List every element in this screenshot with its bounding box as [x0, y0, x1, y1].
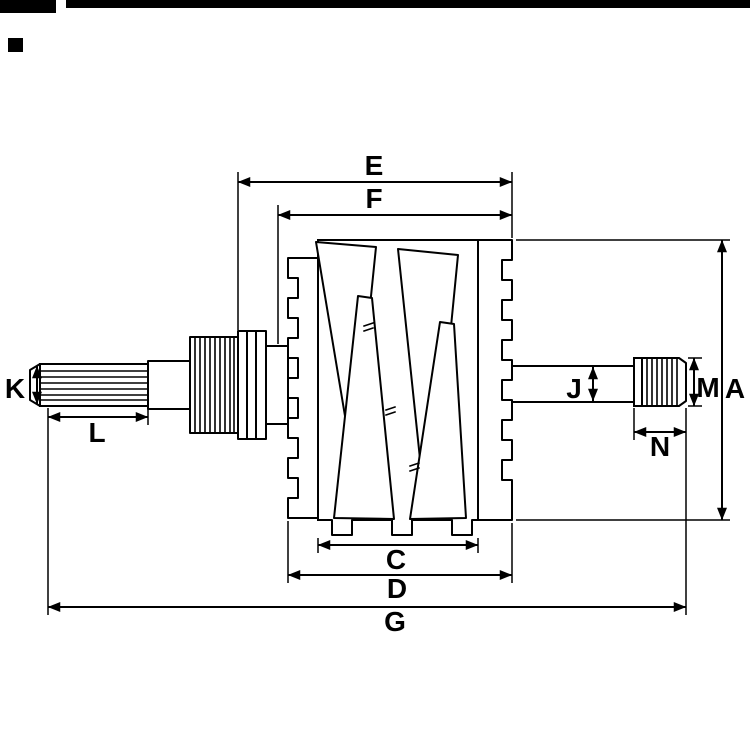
claw-region-bottom-edge — [317, 519, 479, 536]
dim-label-e: E — [365, 150, 384, 181]
scan-artifact-bar-top — [66, 0, 750, 8]
dim-label-a: A — [725, 373, 745, 404]
dim-label-d: D — [387, 573, 407, 604]
dimension-labels: E F K L J M A N C D G — [5, 150, 745, 637]
pole-step — [265, 345, 289, 425]
rotor-drawing — [29, 239, 687, 536]
thread-ridge-lines — [646, 357, 678, 407]
dim-label-g: G — [384, 606, 406, 637]
knurl-ridge-lines — [194, 336, 235, 434]
left-shaft-spline-lines — [39, 370, 149, 401]
scan-artifacts — [0, 0, 750, 52]
slip-ring-collar-dividers — [246, 330, 257, 440]
dimension-lines — [32, 177, 727, 612]
dim-label-j: J — [566, 373, 582, 404]
dim-label-c: C — [386, 544, 406, 575]
thread-section — [641, 357, 687, 407]
dim-label-k: K — [5, 373, 25, 404]
dim-label-n: N — [650, 431, 670, 462]
claw-pole-up-1 — [333, 295, 395, 520]
dim-label-m: M — [696, 372, 719, 403]
dim-label-f: F — [365, 183, 382, 214]
right-pole-stack — [477, 239, 513, 521]
mid-shaft-step — [147, 360, 191, 410]
slip-ring-collar — [237, 330, 267, 440]
right-shaft — [511, 357, 643, 407]
extension-lines — [47, 172, 730, 615]
left-pole-stack — [287, 257, 319, 519]
dim-label-l: L — [88, 417, 105, 448]
scan-artifact-bar-left — [0, 0, 56, 13]
hatch-marks — [363, 322, 420, 472]
claw-pole-up-2 — [409, 321, 467, 520]
scan-artifact-square — [8, 38, 23, 52]
